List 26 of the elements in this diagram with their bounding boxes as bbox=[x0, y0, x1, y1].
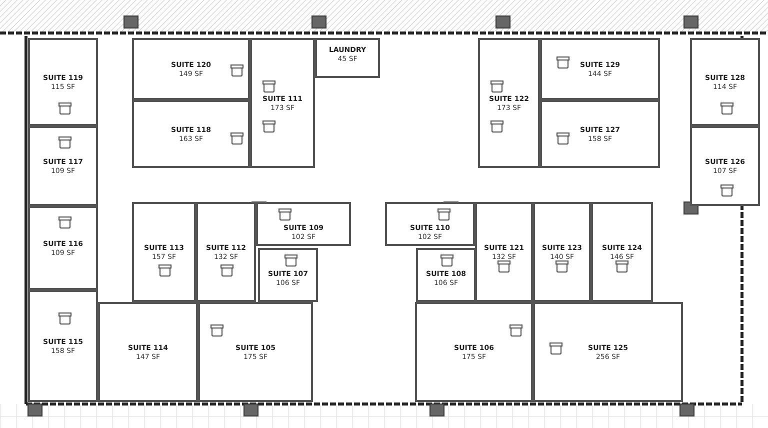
suite-room bbox=[28, 206, 98, 290]
suite-room bbox=[385, 202, 475, 246]
suite-room bbox=[250, 38, 315, 168]
suite-room bbox=[196, 202, 256, 302]
suite-room bbox=[198, 302, 313, 402]
suite-room bbox=[258, 248, 318, 302]
suite-room bbox=[28, 290, 98, 402]
suite-room bbox=[475, 202, 533, 302]
suite-room bbox=[533, 302, 683, 402]
suite-room bbox=[132, 38, 250, 100]
suite-room bbox=[591, 202, 653, 302]
suite-room bbox=[533, 202, 591, 302]
suite-room bbox=[132, 202, 196, 302]
suite-room bbox=[132, 100, 250, 168]
suite-room bbox=[415, 302, 533, 402]
suite-room bbox=[478, 38, 540, 168]
suite-room bbox=[416, 248, 476, 302]
suite-room bbox=[540, 100, 660, 168]
suite-room bbox=[98, 302, 198, 402]
suite-room bbox=[690, 126, 760, 206]
suite-room bbox=[28, 126, 98, 206]
suite-room bbox=[690, 38, 760, 126]
suite-room bbox=[540, 38, 660, 100]
suite-room bbox=[315, 38, 380, 78]
suite-room bbox=[256, 202, 351, 246]
suite-room bbox=[28, 38, 98, 126]
